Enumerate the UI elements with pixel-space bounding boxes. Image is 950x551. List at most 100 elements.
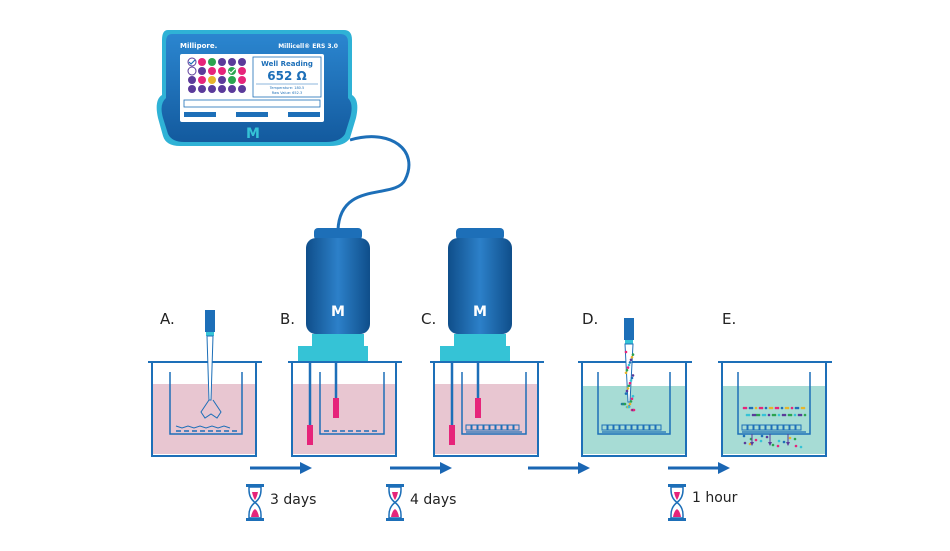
well-dot <box>208 76 216 84</box>
tracer-dot <box>764 406 768 410</box>
soft-key-left[interactable] <box>184 112 216 117</box>
timing-2: 4 days <box>410 492 456 508</box>
cell-unit <box>483 424 490 431</box>
cell-unit <box>489 424 496 431</box>
cell-unit <box>471 424 478 431</box>
tracer-dot <box>789 413 793 417</box>
cell-unit <box>465 424 472 431</box>
cell-unit <box>507 424 514 431</box>
tracer-dot <box>628 361 632 364</box>
tracer-dot <box>799 413 803 417</box>
hourglass-icon <box>386 484 404 521</box>
tracer-dot <box>776 406 780 410</box>
well-dot <box>188 76 196 84</box>
tracer-dot <box>797 413 801 417</box>
tracer-dot <box>790 406 794 410</box>
tracer-dot <box>783 413 787 417</box>
step-label-d: D. <box>582 310 598 328</box>
tracer-dot <box>781 413 785 417</box>
tracer-dot <box>630 355 634 359</box>
cell-unit <box>655 424 662 431</box>
tracer-dot <box>794 444 798 448</box>
status-bar <box>183 99 321 108</box>
tracer-dot <box>765 435 769 439</box>
well-dot <box>238 76 246 84</box>
well-dot <box>218 76 226 84</box>
well-dot <box>208 67 216 75</box>
tracer-dot <box>776 444 780 448</box>
well-dot <box>238 67 246 75</box>
well-dot <box>198 76 206 84</box>
tracer-dot <box>748 406 752 410</box>
tracer-dot <box>623 402 627 406</box>
cell-unit <box>753 424 760 431</box>
tracer-dot <box>777 413 781 417</box>
cell-unit <box>513 424 520 431</box>
cell-unit <box>771 424 778 431</box>
tracer-dot <box>767 413 771 417</box>
ers-meter: Millipore. Millicell® ERS 3.0 Well Readi… <box>156 30 358 146</box>
raw-value-readout: Raw Value: 652.3 <box>272 91 302 95</box>
tracer-dot <box>774 406 778 410</box>
tracer-dot <box>627 384 631 388</box>
tracer-dot <box>628 381 632 385</box>
tracer-dot <box>786 406 790 410</box>
step-label-b: B. <box>280 310 295 328</box>
tracer-dot <box>750 406 754 410</box>
well-dot <box>228 58 236 66</box>
tracer-dot <box>800 406 804 410</box>
tracer-dot <box>632 408 636 412</box>
probe-cable <box>336 135 411 231</box>
tracer-dot <box>629 358 633 362</box>
tracer-dot <box>794 406 798 410</box>
timing-3: 1 hour <box>692 490 738 506</box>
arrow-2 <box>390 462 452 474</box>
well-dot <box>198 67 206 75</box>
tracer-dot <box>788 436 792 440</box>
tracer-dot <box>745 413 749 417</box>
cell-unit <box>649 424 656 431</box>
beaker-a <box>148 310 262 457</box>
tracer-dot <box>630 376 634 380</box>
tracer-dot <box>759 439 763 443</box>
tracer-dot <box>782 440 786 444</box>
timing-1: 3 days <box>270 492 316 508</box>
cell-unit <box>643 424 650 431</box>
tracer-dot <box>625 368 629 372</box>
soft-key-right[interactable] <box>288 112 320 117</box>
well-dot <box>187 57 197 67</box>
probe-c: M <box>440 228 512 362</box>
well-dot <box>208 58 216 66</box>
tracer-dot <box>796 406 800 410</box>
well-dot <box>188 85 196 93</box>
cell-unit <box>789 424 796 431</box>
cell-unit <box>495 424 502 431</box>
tracer-dot <box>803 413 807 417</box>
probe-b: M <box>298 228 370 362</box>
well-dot <box>228 67 236 75</box>
tracer-dot <box>630 397 634 401</box>
probe-logo-b: M <box>331 304 345 320</box>
cell-unit <box>607 424 614 431</box>
tracer-dot <box>787 413 791 417</box>
tracer-dot <box>624 392 628 395</box>
tracer-dot <box>771 413 775 417</box>
tracer-dot <box>754 438 758 442</box>
tracer-dot <box>770 406 774 410</box>
tracer-dot <box>802 406 806 410</box>
reading-title: Well Reading <box>261 60 313 68</box>
tracer-dot <box>760 406 764 410</box>
cell-unit <box>619 424 626 431</box>
well-dot <box>238 58 246 66</box>
cell-unit <box>777 424 784 431</box>
tracer-dot <box>763 413 767 417</box>
tracer-dot <box>748 442 752 446</box>
beaker-e <box>718 361 832 457</box>
soft-key-middle[interactable] <box>236 112 268 117</box>
cell-unit <box>741 424 748 431</box>
tracer-dot <box>777 439 781 443</box>
temperature-readout: Temperature: 180.5 <box>269 86 304 90</box>
beaker-b <box>288 361 402 457</box>
check-icon <box>228 68 236 74</box>
